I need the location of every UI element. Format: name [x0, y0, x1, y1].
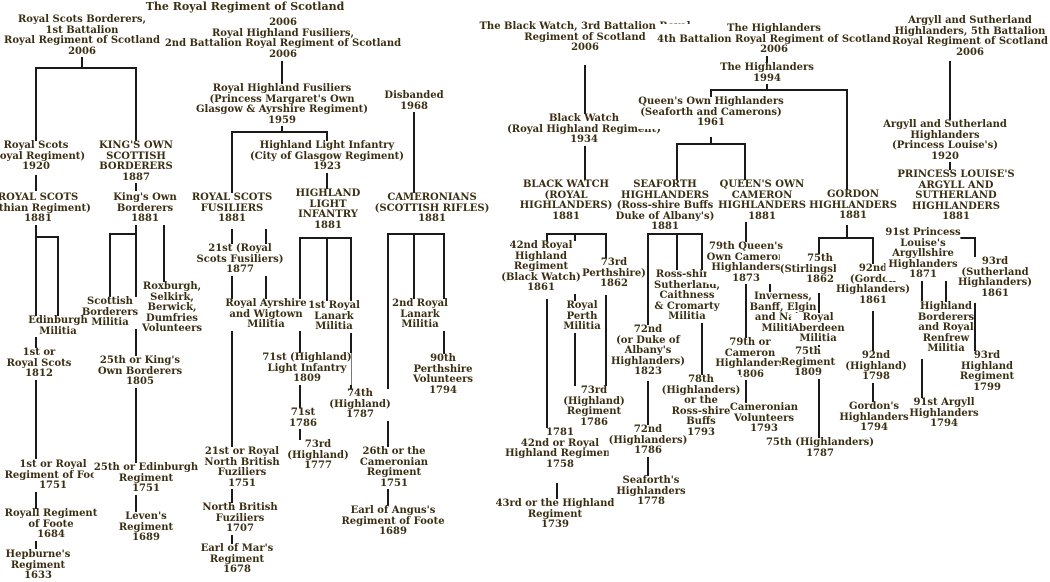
node-rhf-1959: Royal Highland Fusiliers (Princess Marga…: [196, 83, 368, 126]
node-qoc79-1873: 79th Queen's Own Cameron Highlanders 187…: [706, 241, 786, 284]
node-er25-1751: 25th or Edinburgh Regiment 1751: [93, 462, 199, 495]
node-kob25-1805: 25th or King's Own Borderers 1805: [97, 355, 183, 388]
node-hli-1923: Highland Light Infantry (City of Glasgow…: [249, 140, 405, 173]
node-disbanded: Disbanded 1968: [384, 90, 444, 112]
node-bw42-1861: 42nd Royal Highland Regiment (Black Watc…: [501, 240, 581, 294]
node-rp-militia: Royal Perth Militia: [563, 300, 601, 333]
node-hli-1881: HIGHLAND LIGHT INFANTRY 1881: [295, 188, 361, 231]
node-eoa-1689: Earl of Angus's Regiment of Foote 1689: [341, 505, 445, 538]
node-sea-1881: SEAFORTH HIGHLANDERS (Ross-shire Buffs D…: [615, 179, 715, 233]
node-hli71-1809: 71st (Highland) Light Infantry 1809: [262, 352, 352, 385]
node-bw-1881: BLACK WATCH (ROYAL HIGHLANDERS) 1881: [519, 179, 613, 222]
node-rsf21-1877: 21st (Royal Scots Fusiliers) 1877: [196, 243, 284, 276]
node-da72-1823: 72nd (or Duke of Albany's Highlanders) 1…: [610, 324, 686, 378]
node-rhf-2006: 2006 Royal Highland Fusiliers, 2nd Batta…: [164, 17, 402, 60]
node-h73-1777: 73rd (Highland) 1777: [287, 439, 349, 472]
node-pla91-1871: 91st Princess Louise's Argyllshire Highl…: [885, 227, 961, 281]
node-hl75-1787: 75th (Highlanders) 1787: [765, 437, 875, 459]
node-sh-1778: Seaforth's Highlanders 1778: [616, 475, 686, 508]
node-rbd-volunteers: Roxburgh, Selkirk, Berwick, Dumfries Vol…: [141, 281, 203, 335]
node-hr73-1786: 73rd (Highland) Regiment 1786: [563, 385, 625, 428]
node-hr-1633: Hepburne's Regiment 1633: [5, 549, 71, 582]
node-sb-militia: Scottish Borderers Militia: [81, 296, 139, 329]
node-kob-1881: King's Own Borderers 1881: [113, 192, 177, 225]
node-sh93-1861: 93rd (Sutherland Highlanders) 1861: [957, 256, 1033, 299]
node-rf1-1751: 1st or Royal Regiment of Foot 1751: [4, 459, 102, 492]
node-rsf-1881: ROYAL SCOTS FUSILIERS 1881: [191, 192, 273, 225]
node-hl-1994: The Highlanders 1994: [720, 62, 814, 84]
node-cr26-1751: 26th or the Cameronian Regiment 1751: [359, 446, 429, 489]
node-rf-1684: Royall Regiment of Foote 1684: [4, 508, 98, 541]
node-pla-1881: PRINCESS LOUISE'S ARGYLL AND SUTHERLAND …: [897, 169, 1015, 223]
node-r75-1809: 75th Regiment 1809: [780, 346, 836, 379]
node-rs-1881: ROYAL SCOTS Lothian Regiment) 1881: [0, 192, 91, 225]
node-ra-militia: Royal Aberdeen Militia: [791, 312, 845, 345]
node-ah91-1794: 91st Argyll Highlanders 1794: [909, 397, 979, 430]
node-hr93-1799: 93rd Highland Regiment 1799: [959, 350, 1015, 393]
node-hr43-1739: 43rd or the Highland Regiment 1739: [495, 498, 615, 531]
node-gh-1794: Gordon's Highlanders 1794: [839, 401, 909, 434]
node-pv90-1794: 90th Perthshire Volunteers 1794: [412, 353, 474, 396]
node-hbr-militia: Highland Borderers and Royal Renfrew Mil…: [917, 301, 975, 355]
node-rnbf21-1751: 21st or Royal North British Fuziliers 17…: [204, 446, 280, 489]
node-gor-1881: GORDON HIGHLANDERS 1881: [809, 189, 897, 222]
node-cam-1881: CAMERONIANS (SCOTTISH RIFLES) 1881: [374, 192, 490, 225]
node-cv-1793: Cameronian Volunteers 1793: [729, 402, 799, 435]
node-rs1-1812: 1st or Royal Scots 1812: [6, 347, 72, 380]
node-ash-2006: Argyll and Sutherland Highlanders, 5th B…: [892, 15, 1048, 58]
node-h71-1786: 71st 1786: [289, 407, 317, 429]
node-rsb-2006: Royal Scots Borderers, 1st Battalion Roy…: [4, 14, 160, 57]
node-kosb-1887: KING'S OWN SCOTTISH BORDERERS 1887: [99, 140, 173, 183]
node-qoch-1881: QUEEN'S OWN CAMERON HIGHLANDERS 1881: [718, 179, 806, 222]
node-lr-1689: Leven's Regiment 1689: [118, 511, 174, 544]
node-bw-2006: The Black Watch, 3rd Battalion Royal Reg…: [479, 21, 691, 54]
node-nbf-1707: North British Fuziliers 1707: [202, 502, 278, 535]
node-hl74-1787: 74th (Highland) 1787: [329, 388, 391, 421]
node-rl-militia: 1st Royal Lanark Militia: [308, 300, 360, 333]
node-raw-militia: Royal Ayrshire and Wigtown Militia: [225, 298, 307, 331]
node-hl72-1786: 72nd (Highlanders) 1786: [608, 424, 688, 457]
node-rl2-militia: 2nd Royal Lanark Militia: [392, 298, 448, 331]
node-hl92-1798: 92nd (Highland) 1798: [845, 350, 907, 383]
node-rh42-1758: 1781 42nd or Royal Highland Regiment 175…: [505, 427, 615, 470]
node-ash-1920: Argyll and Sutherland Highlanders (Princ…: [883, 119, 1007, 162]
diagram-title: The Royal Regiment of Scotland: [145, 0, 345, 13]
node-ch79-1806: 79th or Cameron Highlanders 1806: [715, 337, 785, 380]
node-hl-2006: The Highlanders 4th Battalion Royal Regi…: [657, 23, 891, 56]
node-ed-militia: Edinburgh Militia: [28, 315, 88, 337]
node-p73-1862: 73rd Perthshire) 1862: [582, 257, 646, 290]
node-qoh-1961: Queen's Own Highlanders (Seaforth and Ca…: [638, 96, 784, 129]
node-rs-1920: Royal Scots (Royal Regiment) 1920: [0, 140, 86, 173]
node-em-1678: Earl of Mar's Regiment 1678: [200, 543, 274, 576]
node-bw-1934: Black Watch (Royal Highland Regiment) 19…: [507, 113, 661, 146]
